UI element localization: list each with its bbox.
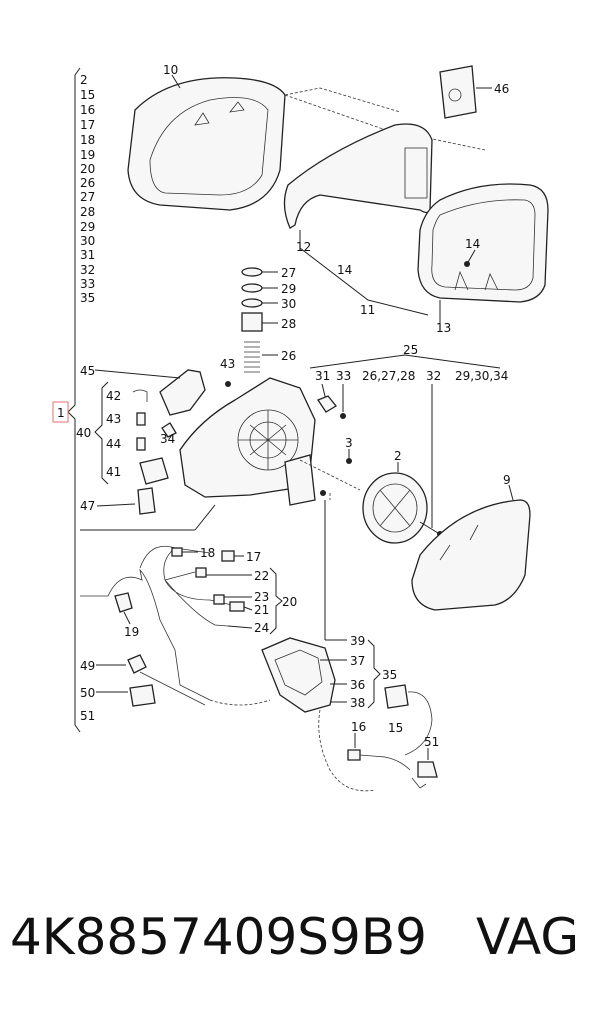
callout-45: 45 <box>80 364 95 378</box>
callout-12: 12 <box>296 240 311 254</box>
list-item: 17 <box>80 118 95 132</box>
callout-37: 37 <box>350 654 365 668</box>
callout-29-30-34: 29,30,34 <box>455 369 508 383</box>
list-item: 19 <box>80 148 95 162</box>
mirror-housing-cover <box>127 77 286 211</box>
callout-14b: 14 <box>337 263 352 277</box>
footer: 4K8857409S9B9 VAG <box>0 880 600 1018</box>
callout-46: 46 <box>494 82 509 96</box>
callout-35: 35 <box>382 668 397 682</box>
callout-10: 10 <box>163 63 178 77</box>
list-item: 15 <box>80 88 95 102</box>
callout-43: 43 <box>220 357 235 371</box>
list-item: 16 <box>80 103 95 117</box>
wiring-harness <box>139 545 233 627</box>
list-item: 2 <box>80 73 88 87</box>
callout-26: 26 <box>281 349 296 363</box>
callout-29: 29 <box>281 282 296 296</box>
group-40-bracket <box>94 381 109 485</box>
callout-17: 17 <box>246 550 261 564</box>
group-40-label: 40 <box>76 426 91 440</box>
group-25-bracket <box>309 354 501 369</box>
list-item: 31 <box>80 248 95 262</box>
callout-51a: 51 <box>80 709 95 723</box>
callout-39: 39 <box>350 634 365 648</box>
list-item: 18 <box>80 133 95 147</box>
callout-44: 44 <box>106 437 121 451</box>
left-column-list: 2 15 16 17 18 19 20 26 27 28 29 30 31 32… <box>80 73 95 305</box>
brand-name: VAG <box>476 908 580 966</box>
cap-piece <box>439 65 477 119</box>
callout-11: 11 <box>360 303 375 317</box>
callout-20: 20 <box>282 595 297 609</box>
callout-13: 13 <box>436 321 451 335</box>
callout-19: 19 <box>124 625 139 639</box>
list-item: 33 <box>80 277 95 291</box>
list-item: 27 <box>80 190 95 204</box>
main-label: 1 <box>57 406 65 420</box>
spring-stack: 27 29 30 28 26 <box>241 266 296 373</box>
callout-41: 41 <box>106 465 121 479</box>
callout-50: 50 <box>80 686 95 700</box>
callout-18: 18 <box>200 546 215 560</box>
callout-23: 23 <box>254 590 269 604</box>
callout-51b: 51 <box>424 735 439 749</box>
callout-47: 47 <box>80 499 95 513</box>
parts-exploded-diagram: 1 2 15 16 17 18 19 20 26 27 28 29 30 31 … <box>52 63 549 792</box>
callout-34: 34 <box>160 432 175 446</box>
list-item: 35 <box>80 291 95 305</box>
callout-30: 30 <box>281 297 296 311</box>
callout-26-27-28: 26,27,28 <box>362 369 415 383</box>
callout-9: 9 <box>503 473 511 487</box>
callout-32: 32 <box>426 369 441 383</box>
callout-25: 25 <box>403 343 418 357</box>
mirror-glass <box>411 499 531 611</box>
callout-2: 2 <box>394 449 402 463</box>
mirror-base-frame <box>417 183 549 303</box>
mirror-turn-signal <box>261 637 336 713</box>
list-item: 29 <box>80 220 95 234</box>
callout-38: 38 <box>350 696 365 710</box>
part-number: 4K8857409S9B9 <box>10 908 427 966</box>
mirror-trim-cap <box>283 123 433 229</box>
list-item: 20 <box>80 162 95 176</box>
callout-16: 16 <box>351 720 366 734</box>
callout-33: 33 <box>336 369 351 383</box>
callout-15: 15 <box>388 721 403 735</box>
callout-49: 49 <box>80 659 95 673</box>
bracket-45 <box>159 369 206 416</box>
main-label-box <box>52 401 69 423</box>
list-item: 28 <box>80 205 95 219</box>
callout-21: 21 <box>254 603 269 617</box>
callout-14a: 14 <box>465 237 480 251</box>
callout-28: 28 <box>281 317 296 331</box>
callout-36: 36 <box>350 678 365 692</box>
callout-3: 3 <box>345 436 353 450</box>
callout-31: 31 <box>315 369 330 383</box>
list-item: 26 <box>80 176 95 190</box>
list-item: 30 <box>80 234 95 248</box>
callout-24: 24 <box>254 621 269 635</box>
list-item: 32 <box>80 263 95 277</box>
left-bracket <box>67 67 81 733</box>
callout-42: 42 <box>106 389 121 403</box>
callout-27: 27 <box>281 266 296 280</box>
callout-43b: 43 <box>106 412 121 426</box>
callout-22: 22 <box>254 569 269 583</box>
